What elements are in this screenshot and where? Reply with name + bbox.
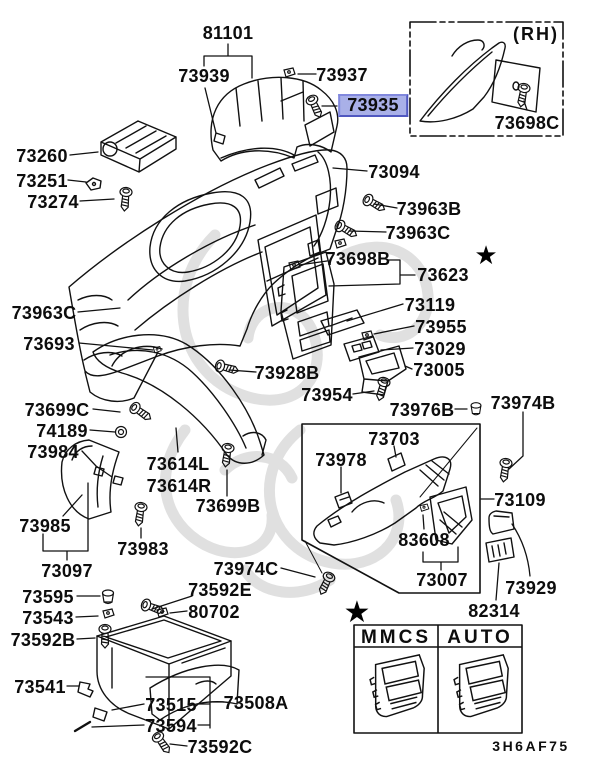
part-label-73595: 73595 [22, 587, 74, 607]
part-label-73097: 73097 [41, 561, 93, 581]
part-label-73699c: 73699C [24, 400, 90, 420]
variant-column-auto: AUTO [447, 627, 513, 648]
part-label-73703: 73703 [368, 429, 420, 449]
part-label-73594: 73594 [145, 716, 197, 736]
part-label-83608: 83608 [398, 530, 450, 550]
part-label-73592e: 73592E [188, 580, 252, 600]
part-label-73939: 73939 [178, 66, 230, 86]
diagram-code: 3H6AF75 [492, 738, 570, 754]
part-label-73963c-right: 73963C [385, 223, 451, 243]
variant-column-mmcs: MMCS [360, 627, 432, 648]
part-label-73029: 73029 [414, 339, 466, 359]
fastener-glyphs [98, 67, 532, 757]
part-label-73929: 73929 [505, 578, 557, 598]
part-label-74189: 74189 [36, 421, 88, 441]
part-label-73976b: 73976B [389, 400, 455, 420]
part-label-73592b: 73592B [10, 630, 76, 650]
rh-side-marker: (RH) [513, 24, 559, 44]
part-label-80702: 80702 [188, 602, 240, 622]
part-label-73935-highlighted: 73935 [338, 94, 408, 117]
part-label-73698c: 73698C [494, 113, 560, 133]
part-label-73614r: 73614R [146, 476, 212, 496]
part-label-73614l: 73614L [146, 454, 210, 474]
variant-star-icon: ★ [343, 596, 371, 629]
part-label-73005: 73005 [413, 360, 465, 380]
part-label-73963b: 73963B [396, 199, 462, 219]
part-label-73985: 73985 [19, 516, 71, 536]
part-label-73508a: 73508A [223, 693, 289, 713]
part-label-73699b: 73699B [195, 496, 261, 516]
part-label-73983: 73983 [117, 539, 169, 559]
part-label-82314: 82314 [468, 601, 520, 621]
part-label-73698b: 73698B [325, 249, 391, 269]
part-label-73007: 73007 [416, 570, 468, 590]
part-label-73928b: 73928B [254, 363, 320, 383]
part-label-73984: 73984 [27, 442, 79, 462]
part-label-73623: 73623 [417, 265, 469, 285]
part-label-73543: 73543 [22, 608, 74, 628]
part-label-73592c: 73592C [187, 737, 253, 757]
part-label-73963c-left: 73963C [11, 303, 77, 323]
part-label-81101: 81101 [202, 23, 254, 43]
part-label-73693: 73693 [23, 334, 75, 354]
part-label-73274: 73274 [27, 192, 79, 212]
part-label-73119: 73119 [404, 295, 456, 315]
part-label-73937: 73937 [316, 65, 368, 85]
part-label-73978: 73978 [315, 450, 367, 470]
part-label-73974b: 73974B [490, 393, 556, 413]
part-label-73541: 73541 [14, 677, 66, 697]
part-label-73515: 73515 [145, 695, 197, 715]
part-label-73974c: 73974C [213, 559, 279, 579]
part-label-73094: 73094 [368, 162, 420, 182]
variant-star-icon: ★ [474, 240, 498, 270]
part-label-73955: 73955 [415, 317, 467, 337]
part-label-73251: 73251 [16, 171, 68, 191]
part-label-73954: 73954 [301, 385, 353, 405]
part-label-73260: 73260 [16, 146, 68, 166]
part-label-73109: 73109 [494, 490, 546, 510]
